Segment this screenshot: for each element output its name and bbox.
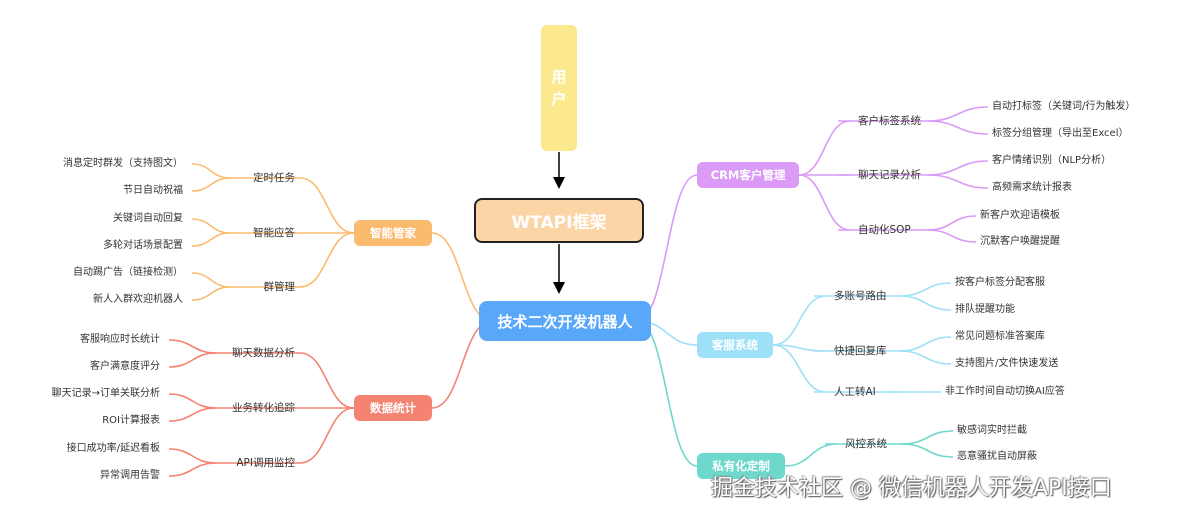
connector-right-node-2-0-to-leaf-1 xyxy=(901,443,954,458)
connector-left-node-1-1-to-leaf-1 xyxy=(168,407,217,422)
leaf-tag-based-assignment: 按客户标签分配客服 xyxy=(955,277,1045,288)
connector-right-node-1-0-to-leaf-0 xyxy=(899,282,952,297)
branch-smart-butler-label: 智能管家 xyxy=(370,226,416,240)
connector-right-node-0-0-to-leaf-1 xyxy=(927,120,989,135)
leaf-response-time-stats: 客服响应时长统计 xyxy=(80,334,160,345)
connector-left-branch-1-to-node-2 xyxy=(299,407,355,464)
connector-left-node-0-1-to-leaf-1 xyxy=(191,232,231,247)
leaf-sensitive-word-block: 敏感词实时拦截 xyxy=(957,425,1027,436)
wtapi-framework-node: WTAPI框架 xyxy=(474,198,644,243)
user-node: 用 户 xyxy=(541,25,577,151)
connector-right-node-1-1-to-leaf-0 xyxy=(899,336,952,352)
leaf-demand-stats: 高频需求统计报表 xyxy=(992,182,1072,193)
connector-left-node-1-2-to-leaf-0 xyxy=(168,448,217,464)
leaf-scheduled-broadcast: 消息定时群发（支持图文） xyxy=(63,158,183,169)
user-char-1: 用 xyxy=(551,68,567,86)
connector-left-node-1-1-to-leaf-0 xyxy=(168,393,217,409)
node-risk-control: 风控系统 xyxy=(845,438,887,450)
leaf-multi-turn-dialog: 多轮对话场景配置 xyxy=(103,240,183,251)
leaf-satisfaction-score: 客户满意度评分 xyxy=(90,361,160,372)
connector-left-branch-1-to-node-0 xyxy=(299,352,355,409)
connector-right-branch-0-to-node-2 xyxy=(798,174,851,231)
leaf-queue-reminder: 排队提醒功能 xyxy=(955,304,1015,315)
connector-left-branch-0-to-node-0 xyxy=(299,177,355,234)
node-group-management: 群管理 xyxy=(263,281,296,293)
node-conversion-tracking: 业务转化追踪 xyxy=(232,402,295,414)
leaf-auto-tagging: 自动打标签（关键词/行为触发） xyxy=(992,101,1136,112)
connector-left-node-0-0-to-leaf-1 xyxy=(191,177,231,192)
connector-right-node-1-1-to-leaf-1 xyxy=(899,350,952,365)
connector-center-to-right-branch-2 xyxy=(636,320,698,467)
leaf-quick-file-send: 支持图片/文件快速发送 xyxy=(955,358,1059,369)
branch-crm-label: CRM客户管理 xyxy=(710,168,786,182)
user-char-2: 户 xyxy=(551,90,567,108)
node-chat-data-analysis: 聊天数据分析 xyxy=(232,347,295,359)
branch-data-statistics-label: 数据统计 xyxy=(370,401,416,415)
connector-left-node-0-2-to-leaf-1 xyxy=(191,286,231,301)
node-human-to-ai: 人工转AI xyxy=(834,386,876,398)
connector-right-node-0-2-to-leaf-1 xyxy=(927,229,977,243)
node-api-monitoring: API调用监控 xyxy=(236,457,295,469)
connector-left-branch-0-to-node-2 xyxy=(299,232,355,288)
node-quick-reply-library: 快捷回复库 xyxy=(834,345,887,357)
leaf-roi-report: ROI计算报表 xyxy=(102,415,160,426)
leaf-after-hours-ai: 非工作时间自动切换AI应答 xyxy=(945,386,1065,397)
connector-right-branch-1-to-node-0 xyxy=(772,295,827,346)
leaf-kick-ads: 自动踢广告（链接检测） xyxy=(73,267,183,278)
branch-crm: CRM客户管理 xyxy=(697,162,799,188)
leaf-welcome-template: 新客户欢迎语模板 xyxy=(980,210,1060,221)
connector-left-node-0-0-to-leaf-0 xyxy=(191,163,231,179)
leaf-silent-customer-reminder: 沉默客户唤醒提醒 xyxy=(980,236,1060,247)
connector-right-branch-0-to-node-0 xyxy=(798,120,851,176)
node-smart-reply: 智能应答 xyxy=(253,227,295,239)
connector-right-node-0-1-to-leaf-1 xyxy=(927,174,989,189)
connector-right-branch-1-to-node-2 xyxy=(772,344,827,393)
connector-right-node-0-0-to-leaf-0 xyxy=(927,106,989,122)
branch-private-customization-label: 私有化定制 xyxy=(712,459,770,473)
leaf-faq-library: 常见问题标准答案库 xyxy=(955,331,1045,342)
connector-left-node-1-0-to-leaf-0 xyxy=(168,339,217,354)
connector-left-node-1-2-to-leaf-1 xyxy=(168,462,217,477)
leaf-holiday-greeting: 节日自动祝福 xyxy=(123,185,183,196)
wtapi-framework-label: WTAPI框架 xyxy=(511,213,607,233)
node-scheduled-tasks: 定时任务 xyxy=(253,172,295,184)
watermark: 掘金技术社区 @ 微信机器人开发API接口 xyxy=(711,476,1112,501)
center-topic-node: 技术二次开发机器人 xyxy=(479,301,651,341)
branch-smart-butler: 智能管家 xyxy=(354,220,432,246)
node-multi-account-routing: 多账号路由 xyxy=(834,290,887,302)
connector-left-node-1-0-to-leaf-1 xyxy=(168,352,217,368)
connector-right-node-0-1-to-leaf-0 xyxy=(927,160,989,176)
leaf-welcome-newcomer: 新人入群欢迎机器人 xyxy=(93,294,183,305)
leaf-emotion-recognition: 客户情绪识别（NLP分析） xyxy=(992,155,1112,166)
leaf-api-anomaly-alert: 异常调用告警 xyxy=(100,470,160,481)
branch-data-statistics: 数据统计 xyxy=(354,395,432,421)
connector-right-node-1-0-to-leaf-1 xyxy=(899,295,952,311)
center-topic-label: 技术二次开发机器人 xyxy=(497,312,633,331)
node-customer-tag-system: 客户标签系统 xyxy=(858,115,921,127)
connector-right-branch-2-to-node-0 xyxy=(784,443,838,467)
connector-left-node-0-1-to-leaf-0 xyxy=(191,218,231,234)
branch-customer-service-label: 客服系统 xyxy=(712,338,758,352)
connector-right-node-2-0-to-leaf-0 xyxy=(901,430,954,445)
leaf-tag-group-export: 标签分组管理（导出至Excel） xyxy=(992,128,1129,139)
leaf-api-success-dashboard: 接口成功率/延迟看板 xyxy=(66,443,160,454)
node-chat-record-analysis: 聊天记录分析 xyxy=(858,169,921,181)
leaf-harassment-block: 恶意骚扰自动屏蔽 xyxy=(957,451,1037,462)
node-automation-sop: 自动化SOP xyxy=(858,224,911,236)
branch-customer-service: 客服系统 xyxy=(697,332,773,358)
leaf-chat-order-analysis: 聊天记录→订单关联分析 xyxy=(51,388,160,399)
branch-private-customization: 私有化定制 xyxy=(697,453,785,479)
connector-right-node-0-2-to-leaf-0 xyxy=(927,215,977,231)
connector-center-to-right-branch-0 xyxy=(636,174,698,322)
leaf-keyword-reply: 关键词自动回复 xyxy=(113,213,183,224)
connector-left-node-0-2-to-leaf-0 xyxy=(191,272,231,288)
